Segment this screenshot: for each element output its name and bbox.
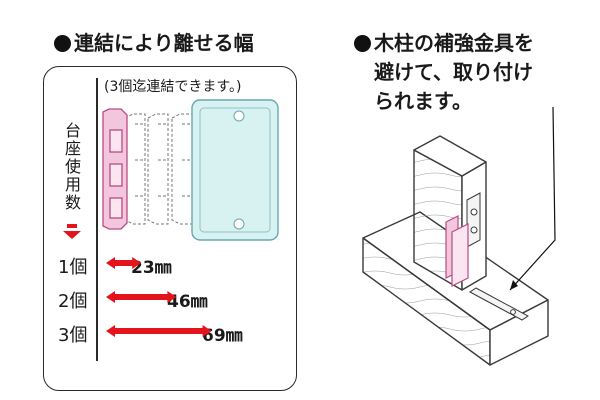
vertical-label-char: 数 <box>64 193 81 212</box>
right-heading-line-2: 避けて、取り付け <box>374 60 533 84</box>
width-arrow-2 <box>106 291 177 303</box>
count-label-1: 1個 <box>58 257 88 278</box>
dashed-adapters <box>124 113 193 225</box>
mounted-adapter <box>445 215 469 287</box>
left-heading-text: 連結により離せる幅 <box>74 31 254 55</box>
down-arrow-icon <box>63 224 81 239</box>
adapter-bracket <box>102 108 128 230</box>
width-arrow-3 <box>106 325 212 337</box>
panel-note: (3個迄連結できます。) <box>104 79 242 95</box>
width-label-3: 69㎜ <box>202 326 243 346</box>
width-label-2: 46㎜ <box>167 292 208 312</box>
switch-plate <box>191 99 279 241</box>
screw-hole-icon <box>233 110 245 122</box>
bullet-dot <box>54 35 71 52</box>
vertical-label-char: 座 <box>64 139 81 158</box>
right-heading: 木柱の補強金具を <box>354 31 534 55</box>
width-arrow-1 <box>106 257 142 269</box>
panel-divider <box>96 78 98 361</box>
left-heading: 連結により離せる幅 <box>54 31 254 55</box>
right-heading-line-3: られます。 <box>374 89 472 113</box>
callout-leader <box>509 106 556 291</box>
bullet-dot <box>354 35 371 52</box>
vertical-label-char: 用 <box>64 175 81 194</box>
wood-illustration <box>362 135 549 366</box>
count-label-2: 2個 <box>58 291 88 312</box>
vertical-label-char: 台 <box>64 121 81 140</box>
vertical-label-char: 使 <box>64 157 81 176</box>
reinforcement-strap <box>466 192 529 321</box>
screw-hole-icon <box>233 218 245 230</box>
callout-arrowhead-icon <box>510 280 518 290</box>
vertical-label: 台 座 使 用 数 <box>62 122 84 212</box>
right-heading-line-1: 木柱の補強金具を <box>374 31 534 55</box>
width-arrows <box>106 257 212 337</box>
count-label-3: 3個 <box>58 325 88 346</box>
